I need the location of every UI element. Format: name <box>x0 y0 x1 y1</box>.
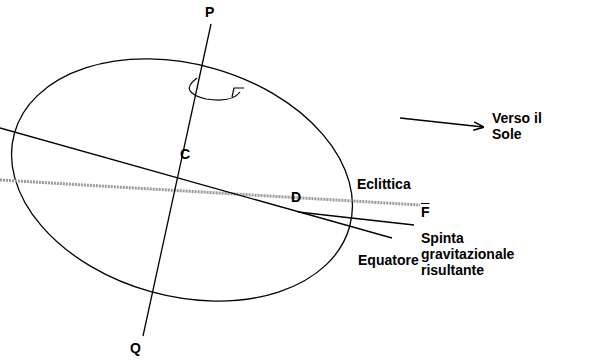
center-label: C <box>180 146 190 162</box>
pole-label: Q <box>130 340 141 356</box>
equator-label: Equatore <box>358 252 419 268</box>
force-symbol: F <box>421 204 430 220</box>
point-label: D <box>291 189 301 205</box>
force-description: Spinta gravitazionale risultante <box>421 230 541 278</box>
earth-outline <box>0 21 381 338</box>
equator-line <box>0 128 392 238</box>
sun-direction-arrow <box>400 118 483 127</box>
ecliptic-label: Eclittica <box>357 176 411 192</box>
rotation-arrow-head <box>232 88 244 97</box>
sun-direction-label: Verso il Sole <box>492 110 572 142</box>
rotation-axis <box>143 24 211 336</box>
force-vector <box>298 212 414 225</box>
pole-label: P <box>205 4 214 20</box>
